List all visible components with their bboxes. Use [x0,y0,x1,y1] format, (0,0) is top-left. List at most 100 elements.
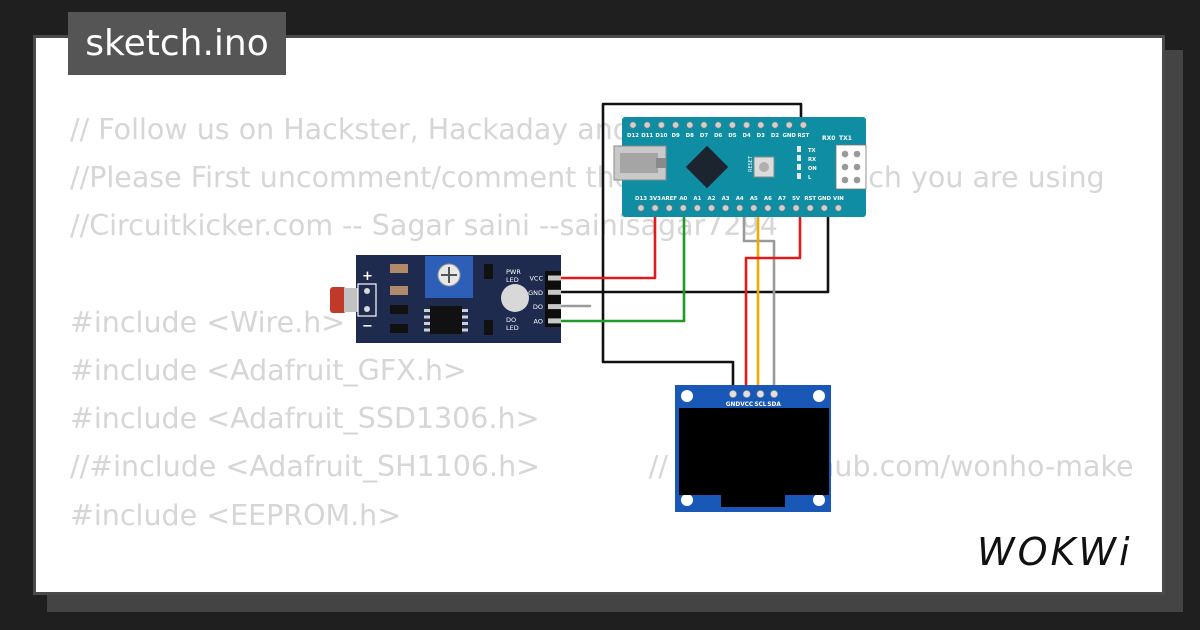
code-line: #include <Adafruit_SSD1306.h> [70,402,540,436]
oled-pin-sda[interactable] [770,390,778,398]
oled-pin-label: GND [726,402,741,408]
arduino-pin-label: D13 [635,196,647,202]
arduino-board [622,117,866,217]
arduino-pin-gnd[interactable] [820,204,828,212]
arduino-pin-label: A6 [764,196,772,202]
wire-green-ao[interactable] [558,206,686,323]
sensor-pin-do[interactable] [548,304,561,310]
capacitor-2 [484,320,493,335]
arduino-pin-d7[interactable] [700,121,708,129]
ldr-header-outline [357,283,377,317]
do-led-label-1: DO [506,316,516,324]
oled-pin-vcc[interactable] [742,390,751,398]
arduino-pin-label: 3V3 [649,196,661,202]
arduino-pin-label: D7 [700,133,708,139]
arduino-pin-d3[interactable] [757,121,765,129]
arduino-pin-d6[interactable] [714,121,722,129]
sensor-pin-label: AO [534,317,543,325]
arduino-pin-a6[interactable] [764,204,772,212]
arduino-pin-d4[interactable] [743,121,751,129]
arduino-pin-a5[interactable] [750,204,758,212]
arduino-pin-label: RST [804,196,816,202]
code-preview: // Follow us on Hackster, Hackaday and I… [70,106,1134,592]
oled-pin-label: SCL [754,402,766,408]
arduino-pin-rst[interactable] [806,204,814,212]
icsp-pins [841,150,861,184]
project-preview-card: // Follow us on Hackster, Hackaday and I… [33,35,1165,595]
wokwi-logo: WOKWi [977,530,1133,574]
sensor-pin-gnd[interactable] [548,289,561,295]
arduino-pin-3v3[interactable] [651,204,659,212]
file-tab[interactable]: sketch.ino [68,12,286,75]
arduino-pin-label: D12 [627,133,639,139]
wire-black-gnd-oled[interactable] [601,102,803,396]
potentiometer-cross [441,267,457,283]
oled-pin-label: VCC [740,402,753,408]
oled-ribbon [721,495,785,507]
status-led [797,173,801,179]
arduino-pin-d11[interactable] [643,121,651,129]
sensor-pin-vcc[interactable] [548,275,561,281]
arduino-pin-d5[interactable] [728,121,736,129]
arduino-pin-label: A0 [679,196,687,202]
sensor-pin-label: VCC [529,275,543,283]
arduino-pin-a1[interactable] [693,204,701,212]
chip-leg [462,315,468,319]
ldr-pin-1 [364,288,370,294]
sensor-pin-ao[interactable] [548,318,561,324]
arduino-pin-5v[interactable] [792,204,800,212]
oled-pin-scl[interactable] [756,390,765,398]
arduino-pin-label: AREF [661,196,677,202]
status-led-label: RX [808,157,816,163]
arduino-pin-a0[interactable] [679,204,687,212]
usb-tab [656,158,666,168]
arduino-pin-label: GND [818,196,832,202]
resistor-3 [390,305,408,314]
arduino-pin-d2[interactable] [771,121,779,129]
code-line: //Circuitkicker.com -- Sagar saini --sai… [70,209,778,243]
wire-black-gnd-sensor[interactable] [558,206,830,294]
plus-label: + [362,269,373,284]
arduino-pin-label: A5 [750,196,758,202]
arduino-pin-rst[interactable] [799,121,807,129]
sensor-header [545,271,561,327]
arduino-pin-a4[interactable] [736,204,744,212]
arduino-pin-d10[interactable] [657,121,665,129]
oled-pin-gnd[interactable] [729,390,737,398]
arduino-pin-d8[interactable] [686,121,694,129]
tx1-label: TX1 [839,135,852,142]
ldr-photoresistor [330,287,346,313]
arduino-pin-a7[interactable] [778,204,786,212]
arduino-pin-label: D10 [655,133,667,139]
arduino-pin-gnd[interactable] [785,121,793,129]
reset-label: RESET [748,155,754,172]
wire-red-vcc-oled[interactable] [744,206,802,396]
status-led-label: ON [808,166,817,172]
oled-mount-hole-bl [681,494,693,506]
chip-leg [462,328,468,332]
icsp-pin [841,163,849,171]
reset-button-cap [759,162,769,172]
wire-red-vcc-sensor[interactable] [558,206,657,280]
oled-screen [679,408,829,495]
arduino-pin-label: A4 [736,196,744,202]
arduino-pin-aref[interactable] [665,204,673,212]
resistor-4 [390,324,408,333]
status-led [797,164,801,170]
arduino-pin-d13[interactable] [637,204,645,212]
status-led-label: TX [808,148,816,154]
arduino-pin-label: GND [782,133,796,139]
arduino-pin-vin[interactable] [834,204,842,212]
arduino-pin-d9[interactable] [672,121,680,129]
arduino-pin-d12[interactable] [629,121,637,129]
arduino-pin-a2[interactable] [707,204,715,212]
oled-mount-hole-tl [681,390,693,402]
pwr-led-label-2: LED [506,276,519,284]
arduino-pin-a3[interactable] [722,204,730,212]
